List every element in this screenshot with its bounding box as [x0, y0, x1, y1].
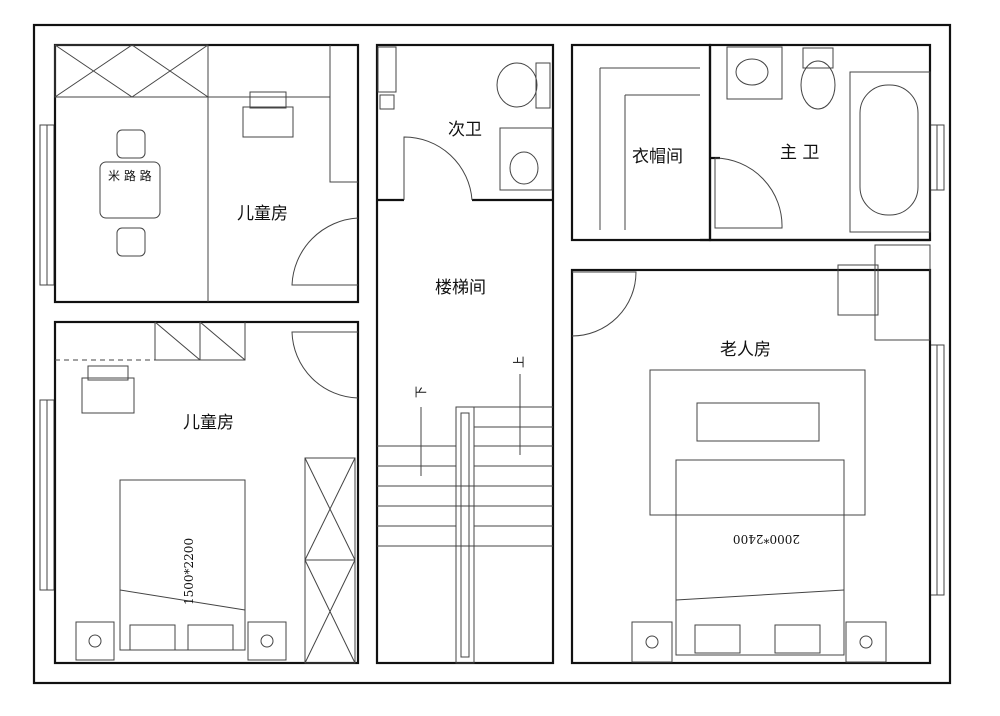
tv [696, 402, 820, 442]
outer-wall [32, 23, 952, 685]
cloakroom: 衣帽间 [570, 43, 712, 242]
rug-text: 米 路 路 [108, 168, 152, 183]
nightstand [75, 621, 115, 661]
chair [837, 264, 879, 316]
rug [649, 369, 866, 516]
room-label: 儿童房 [237, 204, 288, 224]
cushion [116, 129, 146, 159]
nightstand [631, 621, 673, 663]
sink [499, 127, 553, 191]
bed-size-label: 2000*2400 [733, 532, 800, 546]
room-label: 衣帽间 [632, 147, 683, 167]
room-label: 老人房 [720, 340, 771, 360]
door [571, 271, 637, 337]
stairs-up-label: 上 [512, 356, 526, 368]
chair [81, 377, 135, 414]
door [291, 331, 359, 399]
stairwell: 次卫 楼梯间 下 上 [375, 43, 555, 665]
bed-size-label: 1500*2200 [182, 538, 196, 605]
sink [726, 46, 783, 100]
bathtub [849, 71, 931, 233]
nightstand [845, 621, 887, 663]
rug [99, 161, 161, 219]
kids-room-top: 米 路 路 儿童房 [53, 43, 360, 304]
chair [242, 106, 294, 138]
room-label: 次卫 [448, 120, 482, 140]
cushion [116, 227, 146, 257]
door [291, 217, 359, 286]
room-label: 主 卫 [780, 143, 819, 163]
room-label: 儿童房 [183, 413, 234, 433]
toilet [496, 62, 538, 108]
stairs-down-label: 下 [414, 386, 428, 398]
room-label: 楼梯间 [435, 278, 486, 298]
nightstand [247, 621, 287, 661]
kids-room-bottom: 儿童房 1500*2200 [53, 320, 360, 665]
toilet [800, 60, 836, 110]
door [403, 136, 473, 201]
windows [39, 124, 945, 596]
bed [119, 479, 246, 651]
stairs [377, 374, 553, 664]
bed [675, 459, 845, 656]
master-bath: 主 卫 [700, 43, 932, 242]
elder-room: 老人房 2000*2400 [570, 244, 932, 665]
door [714, 157, 783, 229]
